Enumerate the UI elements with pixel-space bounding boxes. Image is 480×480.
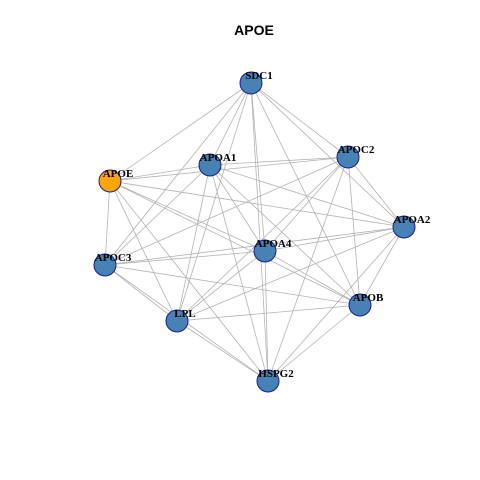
node-circle-apoa1 — [198, 153, 222, 177]
edge-sdc1-apoc2 — [250, 82, 349, 158]
node-apoc3: APOC3 — [93, 252, 132, 277]
edge-apoa1-apob — [209, 164, 361, 306]
node-circle-apoe — [98, 169, 122, 193]
node-circle-lpl — [165, 309, 189, 333]
edge-apoa2-lpl — [176, 226, 405, 322]
node-label-apoe: APOE — [103, 168, 134, 180]
edge-apoa1-apoc3 — [104, 164, 211, 266]
edge-apoa1-apoa4 — [209, 164, 266, 252]
node-circle-apoc3 — [93, 253, 117, 277]
edge-sdc1-apob — [250, 82, 361, 306]
edge-apoc2-apob — [347, 156, 361, 306]
edge-apoc2-apoa2 — [347, 156, 405, 228]
node-label-apoa4: APOA4 — [255, 238, 292, 250]
node-circle-apoa2 — [392, 215, 416, 239]
edge-apoe-apoc2 — [109, 156, 349, 182]
node-circle-apoc2 — [336, 145, 360, 169]
edge-sdc1-apoe — [109, 82, 252, 182]
node-label-hspg2: HSPG2 — [258, 368, 294, 380]
edge-apoe-apoc3 — [104, 180, 111, 266]
node-circle-sdc1 — [239, 71, 263, 95]
edge-apoa4-apob — [264, 250, 361, 306]
edge-apob-hspg2 — [267, 304, 361, 382]
edge-apoa1-apoc2 — [209, 156, 349, 166]
edge-lpl-apob — [176, 304, 361, 322]
node-hspg2: HSPG2 — [256, 368, 294, 393]
edge-sdc1-apoa4 — [250, 82, 266, 252]
edge-apoe-apoa1 — [109, 164, 211, 182]
edge-apoc2-hspg2 — [267, 156, 349, 382]
node-apoa2: APOA2 — [392, 214, 431, 239]
node-label-apoc2: APOC2 — [338, 144, 375, 156]
edge-layer — [104, 82, 405, 382]
edge-apoe-lpl — [109, 180, 178, 322]
edge-lpl-hspg2 — [176, 320, 269, 382]
node-label-lpl: LPL — [174, 308, 195, 320]
edge-apoa1-hspg2 — [209, 164, 269, 382]
edge-sdc1-hspg2 — [250, 82, 269, 382]
edge-apoe-apoa4 — [109, 180, 266, 252]
edge-apoa2-hspg2 — [267, 226, 405, 382]
graph-title: APOE — [234, 22, 274, 38]
node-apoa4: APOA4 — [253, 238, 292, 263]
node-apoe: APOE — [98, 168, 134, 193]
edge-apoa2-apob — [359, 226, 405, 306]
node-label-apoa1: APOA1 — [200, 152, 237, 164]
node-sdc1: SDC1 — [239, 70, 273, 95]
edge-apoc2-lpl — [176, 156, 349, 322]
edge-apoe-apob — [109, 180, 361, 306]
edge-apoa4-apoc3 — [104, 250, 266, 266]
node-circle-apob — [348, 293, 372, 317]
edge-apoa2-apoc3 — [104, 226, 405, 266]
node-label-sdc1: SDC1 — [245, 70, 273, 82]
edge-apoa1-lpl — [176, 164, 211, 322]
node-apob: APOB — [348, 292, 384, 317]
edge-apoa4-hspg2 — [264, 250, 269, 382]
node-label-apoa2: APOA2 — [394, 214, 431, 226]
edge-apoa2-apoa4 — [264, 226, 405, 252]
edge-apoe-hspg2 — [109, 180, 269, 382]
node-label-apoc3: APOC3 — [95, 252, 132, 264]
node-apoc2: APOC2 — [336, 144, 375, 169]
edge-apoc3-apob — [104, 264, 361, 306]
edge-apoc2-apoa4 — [264, 156, 349, 252]
edge-apoa4-lpl — [176, 250, 266, 322]
node-circle-apoa4 — [253, 239, 277, 263]
node-circle-hspg2 — [256, 369, 280, 393]
edge-sdc1-apoa1 — [209, 82, 252, 166]
edge-apoe-apoa2 — [109, 180, 405, 228]
edge-sdc1-apoa2 — [250, 82, 405, 228]
edge-apoc2-apoc3 — [104, 156, 349, 266]
node-apoa1: APOA1 — [198, 152, 237, 177]
edge-apoc3-lpl — [104, 264, 178, 322]
node-lpl: LPL — [165, 308, 196, 333]
node-label-apob: APOB — [353, 292, 384, 304]
